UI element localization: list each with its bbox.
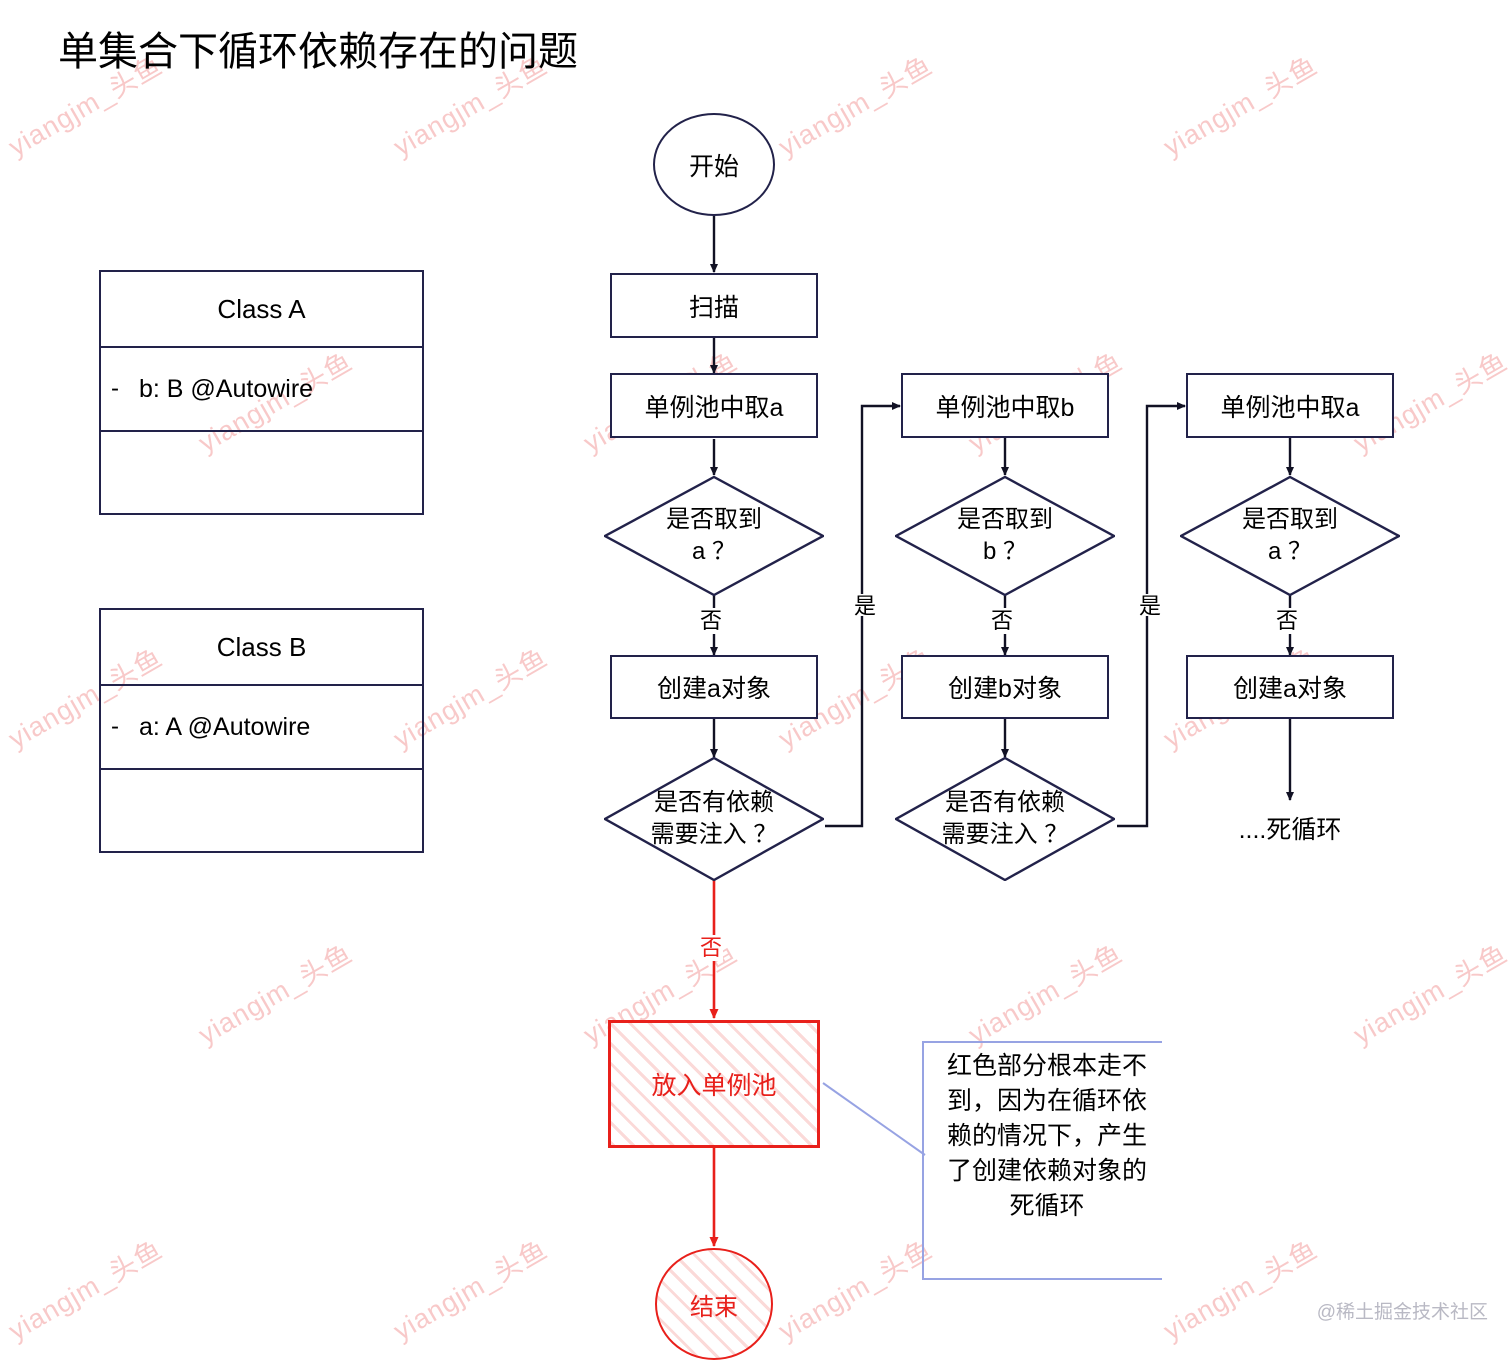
flow-decision-deps-col2-line1: 是否有依赖 bbox=[945, 789, 1065, 816]
flow-node-dead-loop: ....死循环 bbox=[1238, 816, 1342, 844]
flow-decision-fetched-a-col1: 是否取到 a ？ bbox=[604, 476, 824, 596]
watermark-text: yiangjm_头鱼 bbox=[773, 1234, 938, 1347]
callout-annotation: 红色部分根本走不到，因为在循环依赖的情况下，产生了创建依赖对象的死循环 bbox=[922, 1041, 1162, 1280]
flow-decision-deps-col1: 是否有依赖 需要注入 ？ bbox=[604, 757, 824, 881]
flow-decision-fetched-a-col3-line1: 是否取到 bbox=[1242, 506, 1338, 533]
uml-class-b-name: Class B bbox=[216, 631, 307, 662]
uml-class-a-attribute: b: B @Autowire bbox=[139, 374, 314, 403]
edge-label-no-fetch-b-col2: 否 bbox=[990, 608, 1015, 634]
uml-class-b-attribute: a: A @Autowire bbox=[139, 712, 311, 741]
flow-node-scan-label: 扫描 bbox=[688, 293, 739, 322]
uml-class-a: Class A - b: B @Autowire bbox=[99, 270, 424, 515]
flow-node-create-a-col1: 创建a对象 bbox=[610, 655, 818, 719]
flow-node-fetch-a-col1-label: 单例池中取a bbox=[644, 393, 784, 422]
uml-class-a-attribute-row: - b: B @Autowire bbox=[101, 348, 422, 432]
edge-label-no-fetch-a-col3: 否 bbox=[1275, 608, 1300, 634]
uml-class-a-methods-row bbox=[101, 432, 422, 513]
flow-node-create-b-col2-label: 创建b对象 bbox=[948, 675, 1062, 703]
uml-class-b: Class B - a: A @Autowire bbox=[99, 608, 424, 853]
flow-node-put-singleton-pool: 放入单例池 bbox=[608, 1020, 820, 1148]
flow-node-create-a-col3: 创建a对象 bbox=[1186, 655, 1394, 719]
source-watermark: @稀土掘金技术社区 bbox=[1316, 1302, 1488, 1323]
uml-class-b-attribute-row: - a: A @Autowire bbox=[101, 686, 422, 770]
flow-node-start-label: 开始 bbox=[688, 152, 739, 181]
flow-node-scan: 扫描 bbox=[610, 273, 818, 338]
flow-decision-deps-col2: 是否有依赖 需要注入 ？ bbox=[895, 757, 1115, 881]
flow-node-put-singleton-pool-label: 放入单例池 bbox=[651, 1072, 777, 1100]
uml-class-a-name: Class A bbox=[217, 293, 306, 324]
flow-decision-fetched-a-col1-line2: a ？ bbox=[691, 538, 736, 565]
uml-class-a-title-row: Class A bbox=[101, 272, 422, 348]
uml-class-b-methods-row bbox=[101, 770, 422, 851]
edge-label-no-fetch-a-col1: 否 bbox=[699, 608, 724, 634]
watermark-text: yiangjm_头鱼 bbox=[963, 938, 1128, 1051]
flow-decision-fetched-a-col3-line2: a ？ bbox=[1267, 538, 1312, 565]
watermark-text: yiangjm_头鱼 bbox=[1158, 50, 1323, 163]
flow-decision-deps-col1-line1: 是否有依赖 bbox=[654, 789, 774, 816]
page-title: 单集合下循环依赖存在的问题 bbox=[58, 30, 578, 74]
flow-decision-fetched-a-col3: 是否取到 a ？ bbox=[1180, 476, 1400, 596]
watermark-text: yiangjm_头鱼 bbox=[193, 938, 358, 1051]
flow-node-fetch-b-col2: 单例池中取b bbox=[901, 373, 1109, 438]
flow-node-fetch-a-col1: 单例池中取a bbox=[610, 373, 818, 438]
flow-decision-fetched-b-col2: 是否取到 b ？ bbox=[895, 476, 1115, 596]
uml-class-b-title-row: Class B bbox=[101, 610, 422, 686]
flow-node-end-label: 结束 bbox=[690, 1293, 738, 1321]
edge-label-yes-deps-col2: 是 bbox=[1134, 594, 1162, 616]
edge-label-yes-deps-col1: 是 bbox=[849, 594, 877, 616]
watermark-text: yiangjm_头鱼 bbox=[1348, 938, 1512, 1051]
flow-decision-fetched-a-col1-line1: 是否取到 bbox=[666, 506, 762, 533]
watermark-text: yiangjm_头鱼 bbox=[388, 1234, 553, 1347]
flow-node-create-a-col3-label: 创建a对象 bbox=[1233, 675, 1347, 703]
watermark-text: yiangjm_头鱼 bbox=[773, 50, 938, 163]
flow-decision-deps-col1-line2: 需要注入 ？ bbox=[650, 821, 778, 848]
watermark-text: yiangjm_头鱼 bbox=[1158, 1234, 1323, 1347]
flow-decision-fetched-b-col2-line1: 是否取到 bbox=[957, 506, 1053, 533]
watermark-text: yiangjm_头鱼 bbox=[3, 1234, 168, 1347]
flow-node-create-a-col1-label: 创建a对象 bbox=[657, 675, 771, 703]
edge-label-no-deps-col1: 否 bbox=[699, 935, 724, 961]
flow-node-fetch-a-col3: 单例池中取a bbox=[1186, 373, 1394, 438]
diamond-shape bbox=[895, 757, 1115, 881]
flow-node-create-b-col2: 创建b对象 bbox=[901, 655, 1109, 719]
flow-decision-deps-col2-line2: 需要注入 ？ bbox=[941, 821, 1069, 848]
uml-class-a-visibility: - bbox=[111, 375, 119, 402]
flow-node-start: 开始 bbox=[653, 113, 775, 216]
callout-annotation-text: 红色部分根本走不到，因为在循环依赖的情况下，产生了创建依赖对象的死循环 bbox=[946, 1052, 1147, 1220]
flow-decision-fetched-b-col2-line2: b ？ bbox=[982, 538, 1027, 565]
flow-node-end: 结束 bbox=[655, 1248, 773, 1360]
flow-node-fetch-b-col2-label: 单例池中取b bbox=[935, 393, 1075, 422]
flow-node-fetch-a-col3-label: 单例池中取a bbox=[1220, 393, 1360, 422]
uml-class-b-visibility: - bbox=[111, 713, 119, 740]
